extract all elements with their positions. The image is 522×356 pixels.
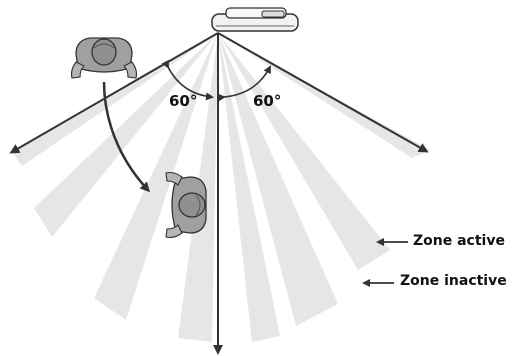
right-angle-label: 60° <box>253 92 282 110</box>
person-end-icon <box>165 171 207 239</box>
zone-active-8 <box>218 33 430 158</box>
zone-active-5 <box>218 33 280 342</box>
left-boundary-arrow <box>9 32 219 154</box>
zone-active-6 <box>218 33 338 326</box>
right-boundary-arrow <box>217 32 429 153</box>
active-zones <box>12 33 430 342</box>
left-angle-arc <box>161 59 214 101</box>
legend-active-label: Zone active <box>413 233 505 249</box>
person-start-icon <box>70 37 138 79</box>
movement-path-arrow <box>102 81 151 193</box>
legend-arrows <box>362 238 408 287</box>
right-angle-arc <box>217 65 271 102</box>
ceiling-sensor-icon <box>211 7 299 32</box>
zone-active-3 <box>94 33 218 320</box>
angle-arcs <box>161 59 271 102</box>
left-angle-label: 60° <box>169 92 198 110</box>
legend-inactive-label: Zone inactive <box>400 273 507 289</box>
